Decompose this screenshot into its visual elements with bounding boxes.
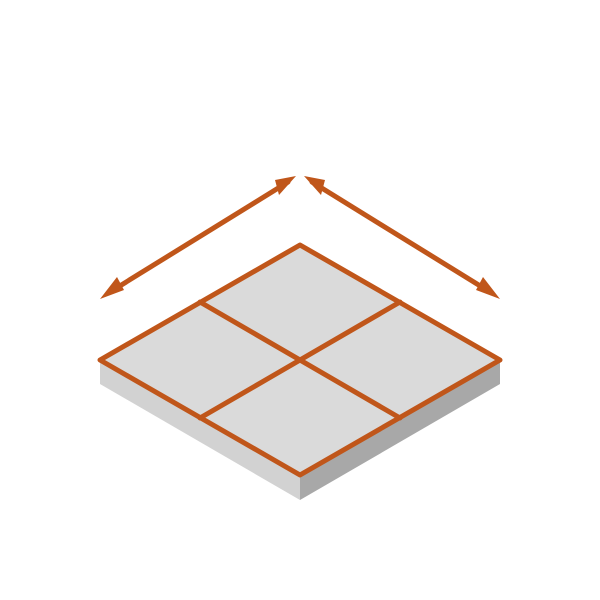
slab-left-side xyxy=(100,360,300,500)
dimension-arrow-right-icon xyxy=(304,176,500,299)
dimension-arrow-left-icon xyxy=(100,176,296,299)
grid-line-ne-sw xyxy=(197,299,403,421)
slab-right-side xyxy=(300,360,500,500)
